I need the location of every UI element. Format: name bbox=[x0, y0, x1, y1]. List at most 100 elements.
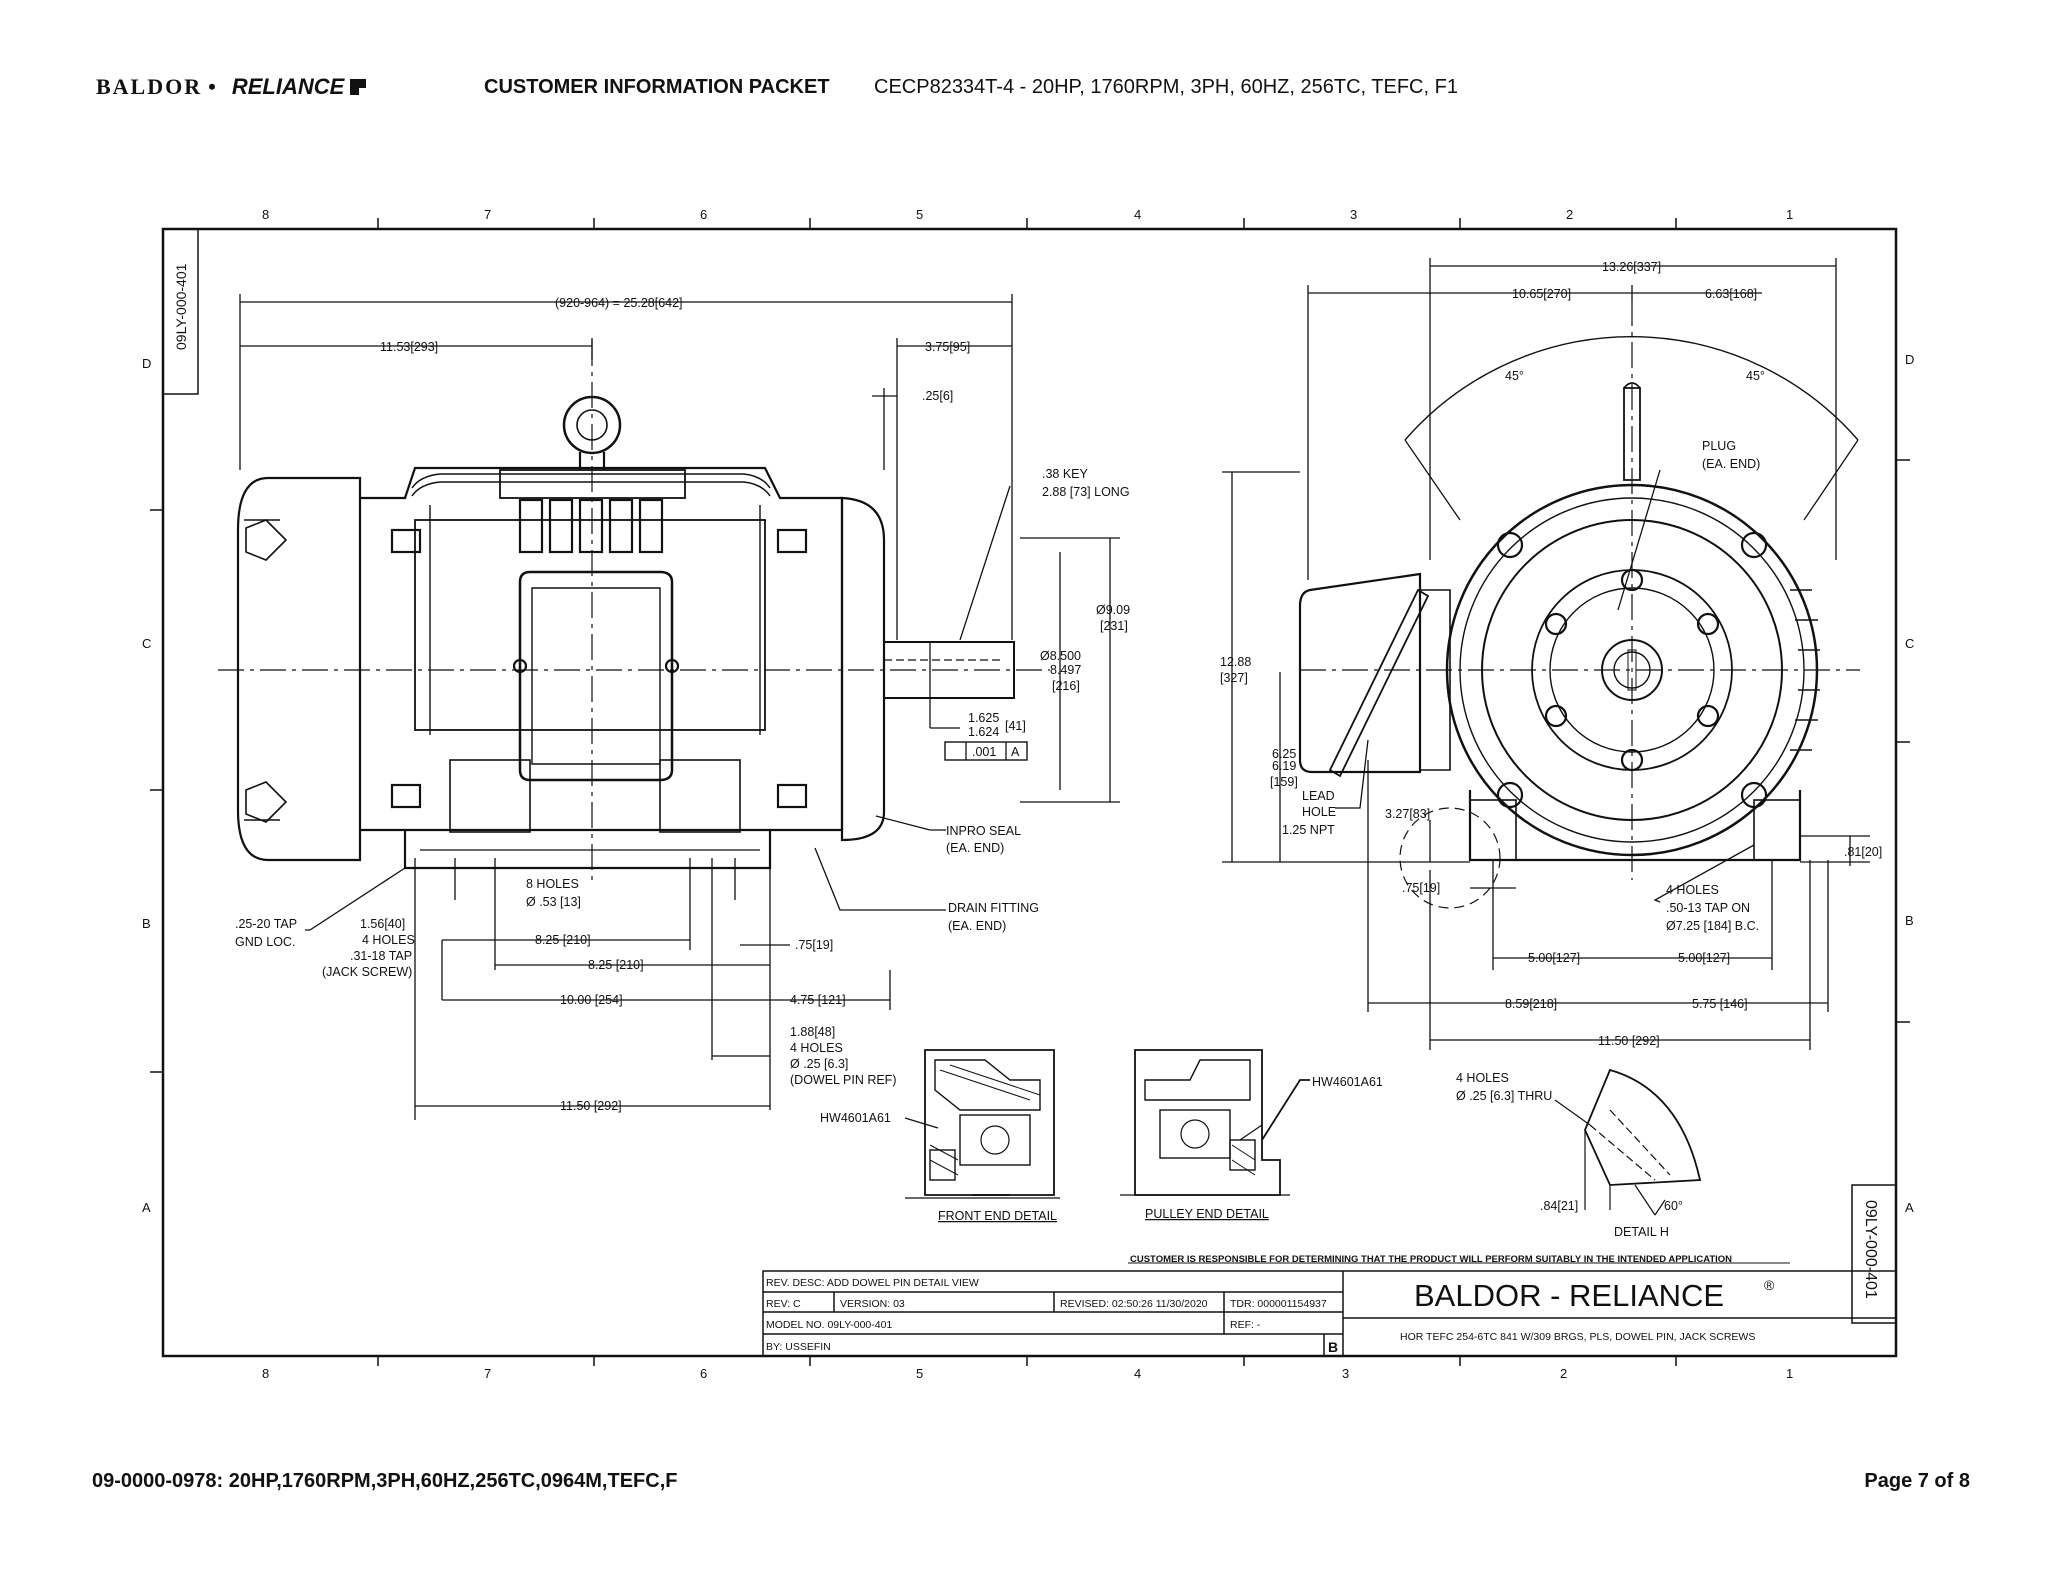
dim-8-25-b: 8.25 [210] bbox=[588, 958, 644, 972]
label-bearing-pulley: HW4601A61 bbox=[1312, 1075, 1383, 1089]
zone-col-3-top: 3 bbox=[1350, 207, 1357, 222]
dim-75-end: .75[19] bbox=[1402, 881, 1440, 895]
brand-logo: BALDOR • RELIANCE bbox=[96, 74, 367, 100]
zone-row-a-left: A bbox=[142, 1200, 151, 1215]
front-end-detail bbox=[905, 1049, 1060, 1199]
label-inpro-seal-note: (EA. END) bbox=[946, 841, 1004, 855]
dim-10-00: 10.00 [254] bbox=[560, 993, 623, 1007]
brand-baldor: BALDOR bbox=[96, 74, 203, 99]
angle-45-left: 45° bbox=[1505, 369, 1524, 383]
angle-h-60: 60° bbox=[1664, 1199, 1683, 1213]
zone-col-5-top: 5 bbox=[916, 207, 923, 222]
zone-row-c-right: C bbox=[1905, 636, 1914, 651]
zone-col-1-top: 1 bbox=[1786, 207, 1793, 222]
end-view-motor bbox=[1298, 382, 1820, 862]
label-pulley-end-detail: PULLEY END DETAIL bbox=[1145, 1207, 1269, 1221]
zone-col-6-bottom: 6 bbox=[700, 1366, 707, 1381]
drawing-number-bottom: 09LY-000-401 bbox=[1862, 1200, 1879, 1299]
side-view-motor bbox=[236, 395, 1015, 870]
pulley-end-detail bbox=[1120, 1049, 1310, 1196]
zone-col-4-bottom: 4 bbox=[1134, 1366, 1141, 1381]
runout-tolerance: .001 bbox=[972, 745, 996, 759]
label-dowel-dia: Ø .25 [6.3] bbox=[790, 1057, 848, 1071]
label-tap-holes: 4 HOLES bbox=[1666, 883, 1719, 897]
label-h-dia: Ø .25 [6.3] THRU bbox=[1456, 1089, 1552, 1103]
brand-dot: • bbox=[208, 74, 218, 99]
dim-10-65: 10.65[270] bbox=[1512, 287, 1571, 301]
dim-8-59: 8.59[218] bbox=[1505, 997, 1557, 1011]
brand-mark-icon bbox=[350, 79, 367, 95]
zone-col-7-bottom: 7 bbox=[484, 1366, 491, 1381]
label-dowel-holes: 4 HOLES bbox=[790, 1041, 843, 1055]
dim-5-00-b: 5.00[127] bbox=[1678, 951, 1730, 965]
dim-3-75: 3.75[95] bbox=[925, 340, 970, 354]
label-bearing-front: HW4601A61 bbox=[820, 1111, 891, 1125]
zone-col-6-top: 6 bbox=[700, 207, 707, 222]
label-lead-npt: 1.25 NPT bbox=[1282, 823, 1335, 837]
label-lead-hole-2: HOLE bbox=[1302, 805, 1336, 819]
dim-6-19: 6.19 bbox=[1272, 759, 1296, 773]
label-gnd-tap: .25-20 TAP bbox=[235, 917, 297, 931]
label-gnd-loc: GND LOC. bbox=[235, 935, 295, 949]
end-dimension-lines bbox=[1222, 258, 1870, 1050]
label-tap-bc: Ø7.25 [184] B.C. bbox=[1666, 919, 1759, 933]
drawing-number-top: 09LY-000-401 bbox=[173, 263, 189, 350]
dim-12-88: 12.88 bbox=[1220, 655, 1251, 669]
tb-registered: ® bbox=[1764, 1277, 1775, 1293]
zone-row-d-left: D bbox=[142, 356, 151, 371]
footer-model-info: 09-0000-0978: 20HP,1760RPM,3PH,60HZ,256T… bbox=[92, 1470, 678, 1492]
dim-h-84: .84[21] bbox=[1540, 1199, 1578, 1213]
tb-rev: REV: C bbox=[766, 1298, 801, 1310]
footer-page-number: Page 7 of 8 bbox=[1864, 1470, 1970, 1492]
dim-11-50-side: 11.50 [292] bbox=[560, 1099, 622, 1113]
tb-by: BY: USSEFIN bbox=[766, 1341, 831, 1353]
dim-8-25-a: 8.25 [210] bbox=[535, 933, 591, 947]
packet-title: CUSTOMER INFORMATION PACKET bbox=[484, 75, 830, 98]
label-jack-tap: .31-18 TAP bbox=[350, 949, 412, 963]
detail-h bbox=[1554, 1068, 1702, 1216]
tb-tdr: TDR: 000001154937 bbox=[1230, 1298, 1327, 1310]
side-dimension-lines bbox=[239, 294, 1120, 1120]
tb-rev-desc: REV. DESC: ADD DOWEL PIN DETAIL VIEW bbox=[766, 1277, 979, 1289]
dim-11-50-end: 11.50 [292] bbox=[1598, 1034, 1660, 1048]
label-8-holes: 8 HOLES bbox=[526, 877, 579, 891]
zone-row-a-right: A bbox=[1905, 1200, 1914, 1215]
label-tap-size: .50-13 TAP ON bbox=[1666, 901, 1750, 915]
label-lead-hole: LEAD bbox=[1302, 789, 1335, 803]
title-block bbox=[762, 1270, 1897, 1357]
end-centerlines bbox=[1300, 300, 1860, 880]
brand-reliance: RELIANCE bbox=[231, 74, 345, 99]
zone-col-2-bottom: 2 bbox=[1560, 1366, 1567, 1381]
zone-col-1-bottom: 1 bbox=[1786, 1366, 1793, 1381]
label-front-end-detail: FRONT END DETAIL bbox=[938, 1209, 1057, 1223]
zone-row-b-left: B bbox=[142, 916, 151, 931]
dim-6-63: 6.63[168] bbox=[1705, 287, 1757, 301]
zone-col-3-bottom: 3 bbox=[1342, 1366, 1349, 1381]
model-description: CECP82334T-4 - 20HP, 1760RPM, 3PH, 60HZ,… bbox=[874, 75, 1458, 98]
tb-ref: REF: - bbox=[1230, 1319, 1261, 1331]
zone-col-5-bottom: 5 bbox=[916, 1366, 923, 1381]
angle-45-right: 45° bbox=[1746, 369, 1765, 383]
zone-row-c-left: C bbox=[142, 636, 151, 651]
dim-shaft-dia-mm: [41] bbox=[1005, 719, 1026, 733]
dim-6-25: 6.25 bbox=[1272, 747, 1296, 761]
tb-description: HOR TEFC 254-6TC 841 W/309 BRGS, PLS, DO… bbox=[1400, 1331, 1755, 1343]
label-jack-screw: (JACK SCREW) bbox=[322, 965, 412, 979]
label-key-length: 2.88 [73] LONG bbox=[1042, 485, 1130, 499]
tb-company: BALDOR - RELIANCE bbox=[1414, 1278, 1724, 1313]
label-jack-holes: 4 HOLES bbox=[362, 933, 415, 947]
dim-1-56: 1.56[40] bbox=[360, 917, 405, 931]
dim-dia-9-09: Ø9.09 bbox=[1096, 603, 1130, 617]
drawing-number-box-bottom bbox=[1851, 1184, 1897, 1324]
side-centerlines bbox=[218, 340, 1050, 880]
tb-size: B bbox=[1328, 1339, 1338, 1355]
dim-3-27: 3.27[83] bbox=[1385, 807, 1430, 821]
zone-col-8-top: 8 bbox=[262, 207, 269, 222]
dim-13-26: 13.26[337] bbox=[1602, 260, 1661, 274]
zone-row-b-right: B bbox=[1905, 913, 1914, 928]
dim-75-side: .75[19] bbox=[795, 938, 833, 952]
label-key: .38 KEY bbox=[1042, 467, 1089, 481]
zone-col-8-bottom: 8 bbox=[262, 1366, 269, 1381]
dim-shaft-dia-hi: 1.625 bbox=[968, 711, 999, 725]
